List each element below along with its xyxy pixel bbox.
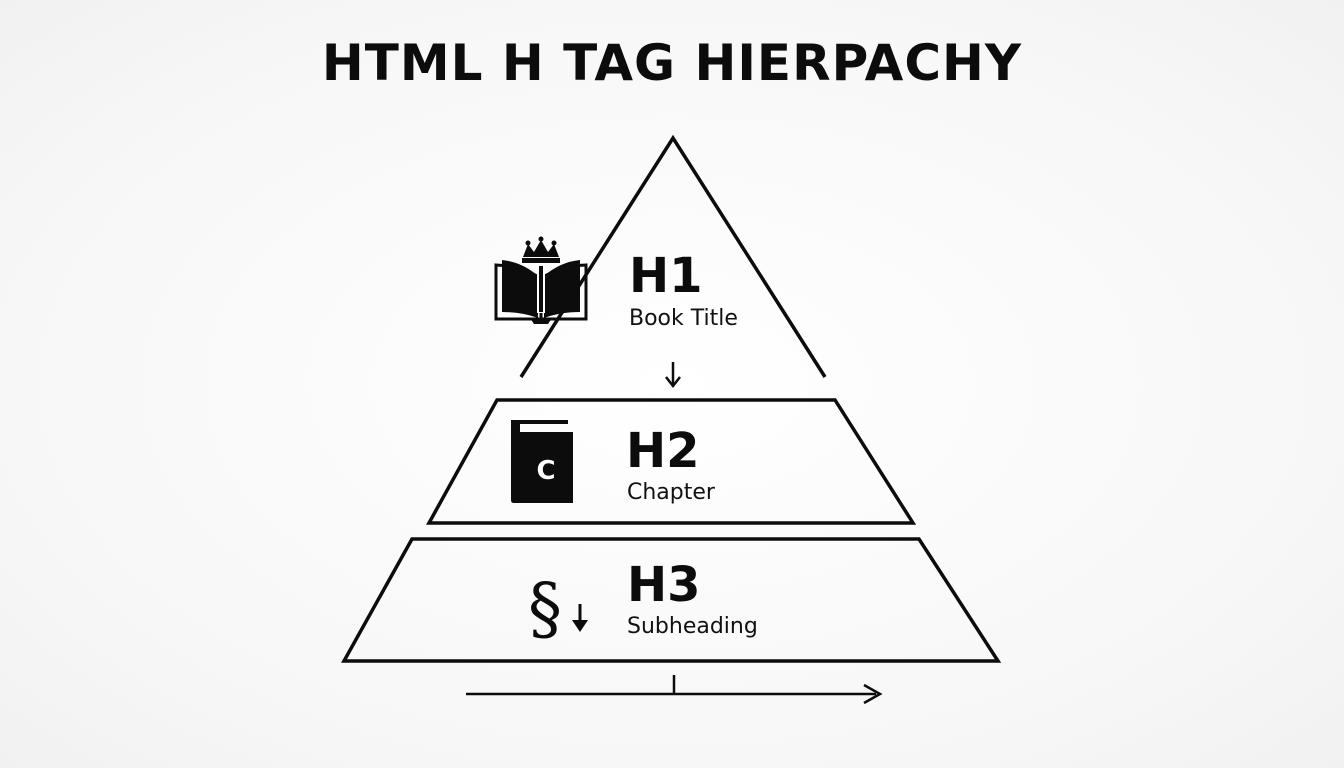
h3-label: H3 (627, 557, 701, 613)
h1-label: H1 (629, 248, 703, 304)
h2-tier-outline (426, 398, 917, 525)
diagram-title: HTML H TAG HIERPACHY (321, 34, 1023, 92)
bottom-axis-arrow-icon (466, 675, 883, 705)
h3-description: Subheading (627, 614, 758, 639)
chapter-book-letter: C (536, 456, 555, 486)
h3-tier-outline (341, 537, 1002, 663)
chapter-book-icon: C (511, 420, 573, 503)
h1-description: Book Title (629, 306, 738, 331)
down-arrow-icon (665, 362, 681, 389)
h2-label: H2 (626, 423, 700, 479)
section-sign-glyph: § (528, 570, 562, 649)
h2-description: Chapter (627, 480, 716, 505)
section-sign-down-arrow-icon: § (528, 570, 588, 649)
crowned-open-book-icon (494, 236, 588, 324)
